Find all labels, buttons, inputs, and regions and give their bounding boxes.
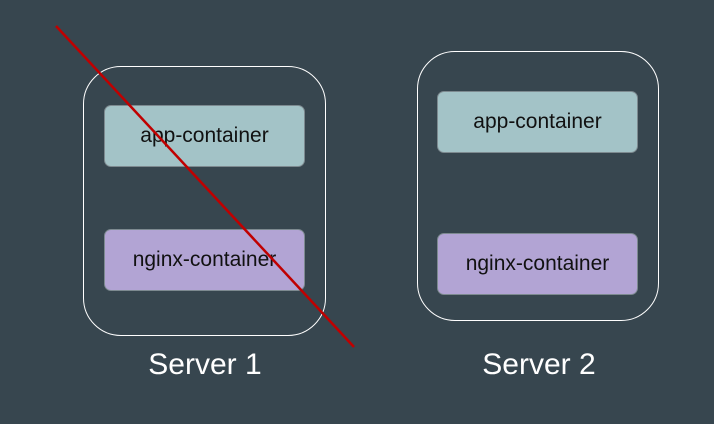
server-2-app-container-label: app-container — [473, 110, 602, 133]
server-1-app-container-label: app-container — [140, 124, 269, 147]
server-2-label: Server 2 — [482, 348, 596, 381]
server-2-app-container: app-container — [437, 91, 638, 153]
server-1-nginx-container: nginx-container — [104, 229, 305, 291]
server-1-label: Server 1 — [148, 348, 262, 381]
server-2-nginx-container: nginx-container — [437, 233, 638, 295]
server-2-nginx-container-label: nginx-container — [465, 252, 610, 275]
server-1-nginx-container-label: nginx-container — [132, 248, 277, 271]
server-1-app-container: app-container — [104, 105, 305, 167]
server-2-box — [417, 51, 659, 321]
